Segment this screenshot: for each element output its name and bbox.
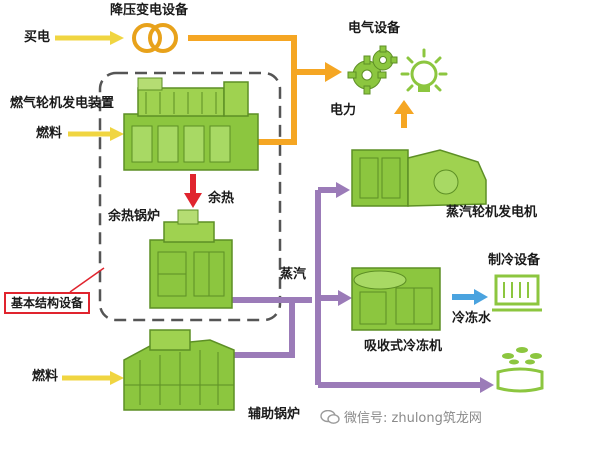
electric-arrowhead-main [325, 62, 342, 82]
basic-structure-pointer [69, 267, 105, 293]
steam-label: 蒸汽 [280, 267, 307, 282]
gear-icon [347, 45, 398, 95]
steam-turbine-label: 蒸汽轮机发电机 [446, 205, 538, 220]
steam-turbine-icon [351, 149, 487, 207]
electrical-equipment-label: 电气设备 [348, 21, 401, 36]
auxiliary-boiler-icon [123, 329, 235, 411]
chilled-water-arrowhead [474, 289, 488, 305]
gas-turbine-icon [123, 77, 259, 171]
absorption-chiller-icon [351, 267, 441, 331]
steam-pipes [232, 187, 480, 388]
watermark: 微信号: zhulong筑龙网 [320, 409, 482, 426]
absorption-chiller-label: 吸收式冷冻机 [364, 339, 443, 354]
basic-structure-label: 基本结构设备 [4, 292, 91, 314]
steam-arrowheads [336, 182, 494, 393]
waste-heat-arrowhead [184, 193, 202, 208]
refrigeration-equipment-icon [492, 274, 542, 312]
fuel-label-bottom: 燃料 [32, 369, 59, 384]
light-bulb-icon [400, 48, 448, 92]
buy-power-label: 买电 [24, 30, 51, 45]
watermark-text: 微信号: zhulong筑龙网 [344, 411, 482, 426]
waste-heat-boiler-icon [149, 209, 233, 309]
fuel-label-top: 燃料 [36, 126, 63, 141]
input-arrows [55, 35, 112, 381]
input-arrowheads [110, 31, 124, 385]
transformer-icon [132, 23, 178, 53]
waste-heat-boiler-label: 余热锅炉 [108, 209, 161, 224]
wechat-icon [320, 409, 340, 424]
electric-arrowhead-up [394, 100, 414, 114]
auxiliary-boiler-label: 辅助锅炉 [248, 407, 301, 422]
transformer-label: 降压变电设备 [110, 3, 189, 18]
heating-equipment-icon [496, 347, 544, 393]
refrigeration-equipment-label: 制冷设备 [488, 253, 541, 268]
waste-heat-label: 余热 [208, 191, 235, 206]
electric-lines [188, 35, 326, 145]
basic-structure-boundary [98, 71, 282, 322]
gas-turbine-label: 燃气轮机发电装置 [10, 96, 115, 111]
electric-power-label: 电力 [330, 103, 357, 118]
chilled-water-label: 冷冻水 [452, 311, 492, 326]
